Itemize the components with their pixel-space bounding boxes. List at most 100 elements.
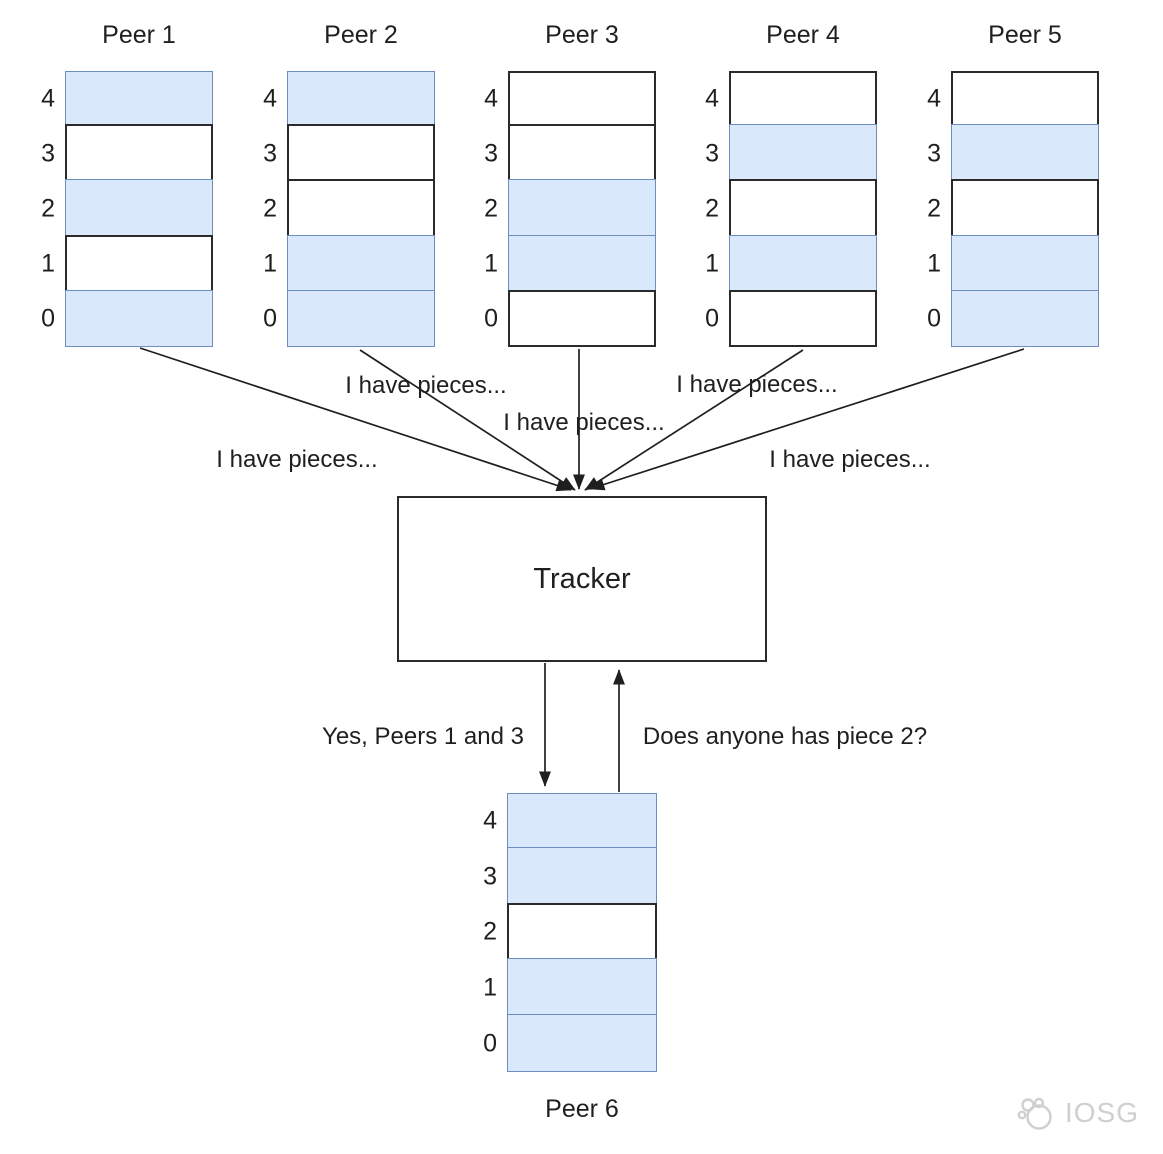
msg-have-pieces-peer2: I have pieces... [345,372,507,399]
piece-cell-filled [287,71,435,127]
piece-row: 2 [705,179,877,237]
piece-cell-filled [287,289,435,348]
piece-row: 2 [483,902,657,961]
peer-2-pieces: 4 3 2 1 0 [263,71,435,348]
piece-index-label: 0 [484,304,498,333]
piece-index-label: 3 [263,139,277,168]
piece-row: 1 [483,958,657,1017]
piece-index-label: 4 [263,84,277,113]
piece-index-label: 2 [41,194,55,223]
piece-cell-empty [729,71,877,127]
piece-row: 1 [927,234,1099,292]
iosg-cloud-icon [1017,1097,1052,1130]
peer-1-title: Peer 1 [102,21,176,49]
piece-row: 2 [484,179,656,237]
piece-cell-empty [508,289,656,348]
piece-index-label: 1 [483,973,497,1002]
iosg-watermark-text: IOSG [1064,1097,1139,1128]
piece-index-label: 0 [263,304,277,333]
piece-row: 0 [705,289,877,348]
piece-index-label: 4 [483,806,497,835]
peer-2-title: Peer 2 [324,21,398,49]
piece-cell-empty [287,179,435,237]
peer-2-stack: Peer 2 4 3 2 1 0 [263,21,435,348]
piece-cell-filled [951,124,1099,182]
msg-have-pieces-peer4: I have pieces... [676,371,838,398]
piece-row: 4 [927,71,1099,127]
peer-5-title: Peer 5 [988,21,1062,49]
piece-row: 1 [263,234,435,292]
piece-index-label: 4 [484,84,498,113]
piece-cell-filled [951,289,1099,348]
piece-row: 1 [484,234,656,292]
piece-index-label: 0 [927,304,941,333]
piece-index-label: 1 [927,249,941,278]
piece-index-label: 2 [927,194,941,223]
msg-have-pieces-peer3: I have pieces... [503,409,665,436]
piece-index-label: 4 [705,84,719,113]
piece-row: 3 [483,846,657,905]
piece-cell-empty [287,124,435,182]
piece-row: 2 [41,179,213,237]
peer-6-title: Peer 6 [545,1095,619,1123]
piece-index-label: 2 [484,194,498,223]
piece-row: 3 [484,124,656,182]
piece-row: 0 [484,289,656,348]
msg-tracker-answer: Yes, Peers 1 and 3 [322,723,524,750]
piece-row: 1 [705,234,877,292]
piece-cell-filled [65,179,213,237]
piece-index-label: 2 [483,917,497,946]
piece-cell-filled [508,234,656,292]
piece-cell-empty [65,124,213,182]
piece-cell-empty [729,289,877,348]
piece-row: 0 [263,289,435,348]
piece-cell-filled [65,289,213,348]
piece-cell-filled [729,124,877,182]
piece-index-label: 0 [705,304,719,333]
msg-peer6-question: Does anyone has piece 2? [642,723,928,750]
tracker-box: Tracker [397,496,767,662]
piece-row: 0 [927,289,1099,348]
tracker-label: Tracker [533,562,631,595]
piece-cell-filled [507,958,657,1017]
piece-cell-empty [65,234,213,292]
peer-5-stack: Peer 5 4 3 2 1 0 [927,21,1099,348]
piece-cell-filled [287,234,435,292]
piece-index-label: 0 [483,1029,497,1058]
piece-cell-empty [729,179,877,237]
piece-row: 2 [263,179,435,237]
piece-index-label: 0 [41,304,55,333]
piece-index-label: 2 [263,194,277,223]
piece-index-label: 1 [263,249,277,278]
piece-row: 4 [483,793,657,849]
piece-row: 0 [483,1014,657,1072]
msg-have-pieces-peer5: I have pieces... [769,446,931,473]
peer-5-pieces: 4 3 2 1 0 [927,71,1099,348]
piece-index-label: 4 [927,84,941,113]
piece-row: 3 [41,124,213,182]
piece-index-label: 4 [41,84,55,113]
peer-4-pieces: 4 3 2 1 0 [705,71,877,348]
piece-cell-filled [951,234,1099,292]
peer-6-pieces: 4 3 2 1 0 [483,793,657,1072]
piece-cell-filled [507,793,657,849]
piece-row: 0 [41,289,213,348]
piece-cell-filled [729,234,877,292]
piece-row: 3 [927,124,1099,182]
piece-cell-filled [508,179,656,237]
piece-index-label: 3 [484,139,498,168]
piece-index-label: 2 [705,194,719,223]
piece-row: 2 [927,179,1099,237]
peer-3-title: Peer 3 [545,21,619,49]
piece-cell-empty [507,902,657,961]
piece-row: 4 [705,71,877,127]
piece-row: 3 [705,124,877,182]
peer-3-stack: Peer 3 4 3 2 1 0 [484,21,656,348]
piece-cell-filled [65,71,213,127]
piece-cell-empty [508,71,656,127]
piece-index-label: 3 [41,139,55,168]
